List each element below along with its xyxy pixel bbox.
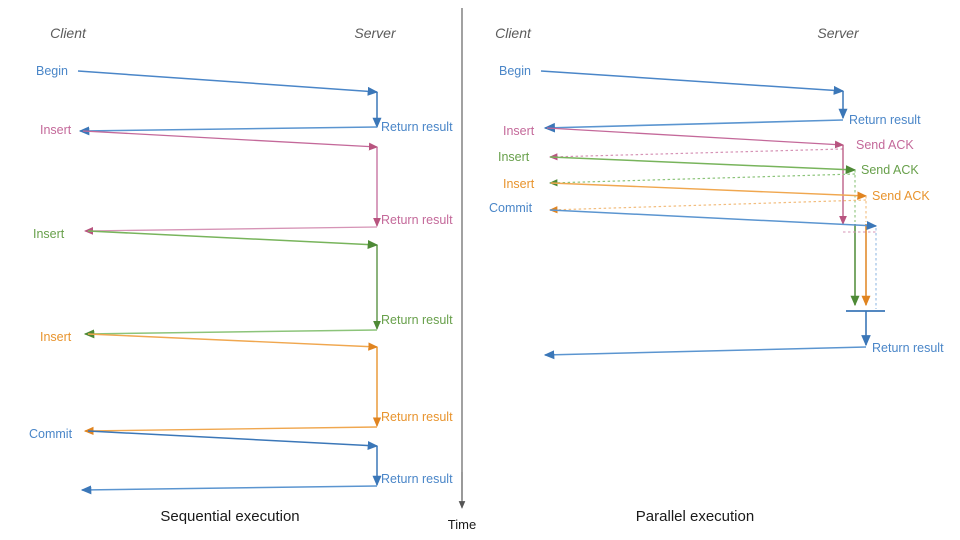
right-actor-client: Client: [495, 25, 532, 41]
right-message-commit: Commit: [489, 201, 878, 231]
left-label-return-3: Return result: [381, 313, 453, 327]
right-ack-dashed-pink: [549, 148, 844, 161]
right-label-insert-pink: Insert: [503, 124, 535, 138]
left-label-commit: Commit: [29, 427, 73, 441]
left-arrow-return-4: [83, 426, 378, 436]
left-label-return-4: Return result: [381, 410, 453, 424]
left-label-return-5: Return result: [381, 472, 453, 486]
right-arrow-insert-pink: [546, 127, 845, 149]
left-panel-sequential: Client Server Begin Return result Insert…: [29, 25, 453, 525]
left-arrow-commit: [87, 430, 379, 451]
left-actor-server: Server: [354, 25, 397, 41]
right-ack-dashed-green: [549, 173, 856, 187]
left-panel-caption: Sequential execution: [160, 508, 299, 525]
left-actor-client: Client: [50, 25, 87, 41]
left-message-begin: Begin: [36, 64, 379, 96]
right-label-insert-green: Insert: [498, 150, 530, 164]
right-arrow-return-1: [543, 119, 844, 133]
left-message-insert-3: Insert: [40, 330, 379, 351]
left-message-insert-2: Insert: [33, 227, 379, 250]
left-message-return-1: Return result: [78, 120, 453, 136]
left-label-insert-1: Insert: [40, 123, 72, 137]
right-label-ack-orange: Send ACK: [872, 189, 930, 203]
right-message-return-1: Return result: [543, 113, 921, 133]
right-message-insert-orange: Insert Send ACK: [503, 177, 930, 203]
right-label-commit: Commit: [489, 201, 533, 215]
left-arrow-insert-1: [82, 130, 379, 151]
left-label-return-1: Return result: [381, 120, 453, 134]
left-message-commit: Commit: [29, 427, 379, 451]
right-arrow-commit: [549, 209, 878, 231]
right-message-return-final: Return result: [543, 341, 944, 360]
right-label-insert-orange: Insert: [503, 177, 535, 191]
right-actor-server: Server: [817, 25, 860, 41]
left-message-return-5: Return result: [80, 472, 453, 495]
left-arrow-return-5: [80, 485, 378, 495]
left-label-return-2: Return result: [381, 213, 453, 227]
left-arrow-return-2: [83, 226, 378, 235]
right-label-ack-pink: Send ACK: [856, 138, 914, 152]
right-arrow-begin: [540, 70, 845, 95]
left-label-insert-2: Insert: [33, 227, 65, 241]
left-arrow-begin: [77, 70, 379, 96]
right-message-insert-pink: Insert Send ACK: [503, 124, 914, 152]
left-message-return-2: Return result: [83, 213, 453, 235]
left-label-begin: Begin: [36, 64, 68, 78]
left-label-insert-3: Insert: [40, 330, 72, 344]
right-message-begin: Begin: [499, 64, 845, 95]
left-arrow-return-3: [83, 329, 378, 339]
left-arrow-insert-3: [87, 333, 379, 351]
left-message-insert-1: Insert: [40, 123, 379, 151]
right-label-ack-green: Send ACK: [861, 163, 919, 177]
right-panel-parallel: Client Server Begin Return result Insert…: [489, 25, 944, 525]
left-message-return-3: Return result: [83, 313, 453, 339]
left-arrow-return-1: [78, 126, 378, 136]
right-arrow-return-final: [543, 346, 867, 360]
right-arrow-insert-orange: [550, 182, 868, 200]
right-message-insert-green: Insert Send ACK: [498, 150, 919, 177]
right-label-return-final: Return result: [872, 341, 944, 355]
right-panel-caption: Parallel execution: [636, 508, 754, 525]
right-label-return-1: Return result: [849, 113, 921, 127]
left-message-return-4: Return result: [83, 410, 453, 436]
right-ack-dashed-orange: [549, 199, 867, 214]
left-arrow-insert-2: [87, 230, 379, 250]
right-label-begin: Begin: [499, 64, 531, 78]
time-axis-label: Time: [448, 517, 476, 532]
right-arrow-insert-green: [549, 156, 857, 175]
